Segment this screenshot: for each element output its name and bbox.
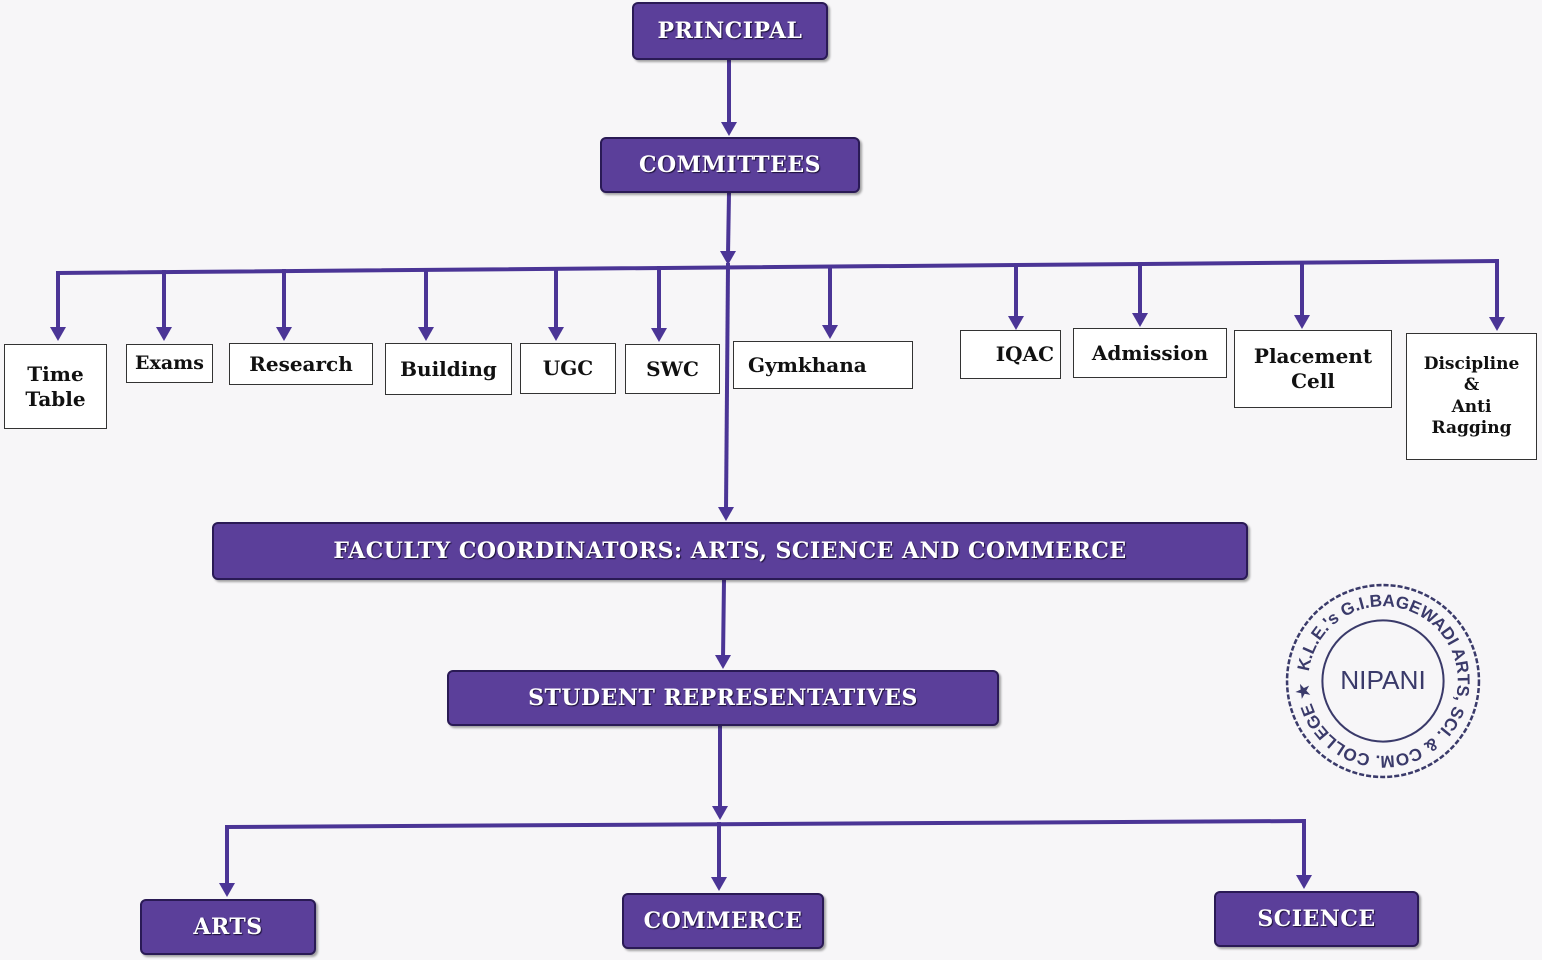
committee-label: Time Table [25,361,86,411]
committee-label: Exams [135,351,204,374]
drop-to-research-arrow-arrowhead [276,327,292,341]
principal-box: PRINCIPAL [632,2,828,60]
committee-placement-cell: Placement Cell [1234,330,1392,408]
committee-discipline-anti-ragging: Discipline & Anti Ragging [1406,333,1537,460]
drop-to-placement-cell-arrow-arrowhead [1294,315,1310,329]
college-seal-stamp: K.L.E.'s G.I.BAGEWADI ARTS, SCI. & COM. … [1285,583,1481,779]
committee-label: Discipline & Anti Ragging [1423,354,1520,438]
committee-exams: Exams [126,344,213,383]
drop-to-admission-arrow-arrowhead [1132,313,1148,327]
committees-to-bus-arrow-arrowhead [720,251,736,265]
committee-label: IQAC [995,342,1054,366]
stamp-center-text: NIPANI [1340,665,1426,695]
students-to-streams-arrow-arrowhead [712,806,728,820]
committee-label: Research [249,351,353,376]
faculty-to-students-arrow [720,577,727,662]
committee-research: Research [229,343,373,385]
faculty-to-students-arrow-arrowhead [715,655,731,669]
drop-to-commerce-arrow-arrowhead [711,877,727,891]
committee-label: Building [400,356,497,381]
drop-to-ugc-arrow-arrowhead [548,327,564,341]
drop-to-arts-arrow-arrowhead [219,883,235,897]
committee-label: UGC [542,356,594,380]
committee-label: Placement Cell [1253,344,1373,393]
bus-to-faculty-arrow-arrowhead [718,507,734,521]
committees-box: COMMITTEES [600,137,860,193]
committee-iqac: IQAC [960,330,1061,379]
drop-to-building-arrow-arrowhead [418,327,434,341]
committee-label: SWC [646,356,699,381]
commerce-box: COMMERCE [622,893,824,949]
committee-label: Gymkhana [748,352,867,377]
drop-to-discipline-arrow-arrowhead [1489,317,1505,331]
commerce-label: COMMERCE [643,908,803,934]
committee-bus-line [55,258,1500,276]
science-box: SCIENCE [1214,891,1419,947]
student-representatives-box: STUDENT REPRESENTATIVES [447,670,999,726]
arts-label: ARTS [193,914,263,940]
drop-to-exams-arrow-arrowhead [156,327,172,341]
drop-to-iqac-arrow-arrowhead [1008,316,1024,330]
committees-to-bus-arrow [725,190,732,258]
committee-time-table: Time Table [4,344,107,429]
bus-to-faculty-arrow [723,262,731,514]
committee-swc: SWC [625,344,720,394]
student-representatives-label: STUDENT REPRESENTATIVES [528,685,918,711]
stream-bus-line [224,818,1307,830]
drop-to-gymkhana-arrow-arrowhead [822,325,838,339]
faculty-coordinators-box: FACULTY COORDINATORS: ARTS, SCIENCE AND … [212,522,1248,580]
committees-label: COMMITTEES [638,152,822,178]
faculty-coordinators-label: FACULTY COORDINATORS: ARTS, SCIENCE AND … [333,538,1127,564]
committee-ugc: UGC [520,343,616,394]
drop-to-time-table-arrow-arrowhead [50,327,66,341]
science-label: SCIENCE [1257,906,1376,932]
committee-building: Building [385,343,512,395]
drop-to-science-arrow-arrowhead [1296,875,1312,889]
arts-box: ARTS [140,899,316,955]
principal-to-committees-arrow-arrowhead [721,122,737,136]
committee-admission: Admission [1073,328,1227,378]
committee-gymkhana: Gymkhana [733,341,913,389]
principal-label: PRINCIPAL [657,18,803,44]
drop-to-swc-arrow-arrowhead [651,328,667,342]
committee-label: Admission [1091,340,1209,365]
